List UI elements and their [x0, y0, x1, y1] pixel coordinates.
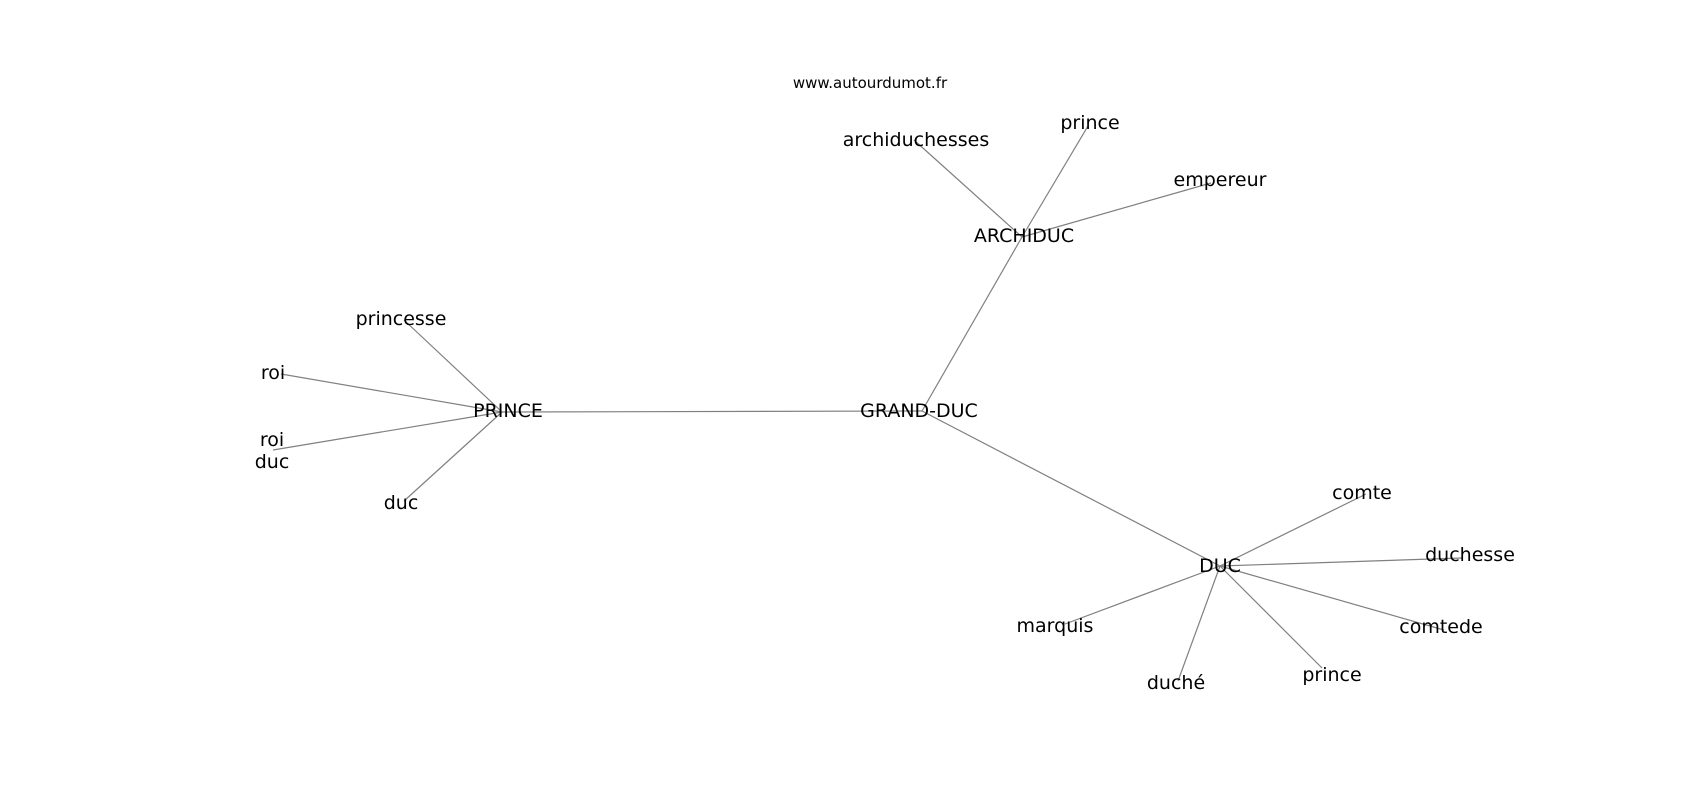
node-label-empereur: empereur: [1174, 169, 1267, 191]
node-label-line: prince: [1060, 112, 1119, 134]
node-label-archiduc: ARCHIDUC: [974, 225, 1074, 247]
node-label-roi: roi: [261, 362, 285, 384]
node-label-line: GRAND-DUC: [860, 400, 978, 422]
node-label-line: PRINCE: [473, 400, 543, 422]
watermark-text: www.autourdumot.fr: [793, 74, 948, 92]
node-label-marquis: marquis: [1017, 615, 1094, 637]
node-label-duc-hub: DUC: [1199, 555, 1241, 577]
node-label-line: roi: [260, 429, 284, 451]
graph-labels: GRAND-DUCPRINCEARCHIDUCDUCprincesseroiro…: [255, 112, 1515, 694]
edge-duc-hub-prince-leaf-d: [1219, 565, 1323, 669]
edge-archiduc-empereur: [1021, 182, 1212, 238]
edge-prince-hub-roi-duc: [272, 411, 503, 451]
edge-duc-hub-marquis: [1064, 565, 1221, 625]
node-label-line: archiduchesses: [843, 129, 989, 151]
node-label-grand-duc: GRAND-DUC: [860, 400, 978, 422]
node-label-princesse: princesse: [356, 308, 447, 330]
node-label-line: DUC: [1199, 555, 1241, 577]
node-label-line: duchesse: [1425, 544, 1515, 566]
edge-prince-hub-roi: [280, 373, 503, 413]
edge-grand-duc-duc-hub: [921, 410, 1221, 567]
node-label-line: comte: [1332, 482, 1392, 504]
node-label-line: marquis: [1017, 615, 1094, 637]
node-label-line: roi: [261, 362, 285, 384]
node-label-line: duché: [1147, 672, 1205, 694]
node-label-comte: comte: [1332, 482, 1392, 504]
edge-prince-hub-princesse: [403, 319, 503, 413]
node-label-duc-leaf: duc: [384, 492, 419, 514]
node-label-duche: duché: [1147, 672, 1205, 694]
node-label-comtede: comtede: [1399, 616, 1482, 638]
node-label-line: duc: [384, 492, 419, 514]
edge-prince-hub-duc-leaf: [403, 411, 503, 502]
node-label-prince-leaf-d: prince: [1302, 664, 1361, 686]
edge-archiduc-archiduchesses: [913, 139, 1023, 238]
node-label-duchesse: duchesse: [1425, 544, 1515, 566]
node-label-line: princesse: [356, 308, 447, 330]
edge-archiduc-prince-leaf-a: [1021, 125, 1089, 238]
node-label-line: prince: [1302, 664, 1361, 686]
node-label-line: comtede: [1399, 616, 1482, 638]
edge-duc-hub-comte: [1219, 493, 1367, 567]
edge-duc-hub-duche: [1177, 565, 1221, 682]
node-label-prince-hub: PRINCE: [473, 400, 543, 422]
node-label-line: ARCHIDUC: [974, 225, 1074, 247]
node-label-archiduchesses: archiduchesses: [843, 129, 989, 151]
edge-duc-hub-comtede: [1219, 565, 1445, 631]
node-label-prince-leaf-a: prince: [1060, 112, 1119, 134]
node-label-line: duc: [255, 451, 290, 473]
node-label-line: empereur: [1174, 169, 1267, 191]
edge-grand-duc-prince-hub: [501, 410, 923, 413]
edge-grand-duc-archiduc: [921, 236, 1023, 412]
edge-duc-hub-duchesse: [1219, 557, 1463, 567]
graph-edges: [272, 125, 1463, 682]
